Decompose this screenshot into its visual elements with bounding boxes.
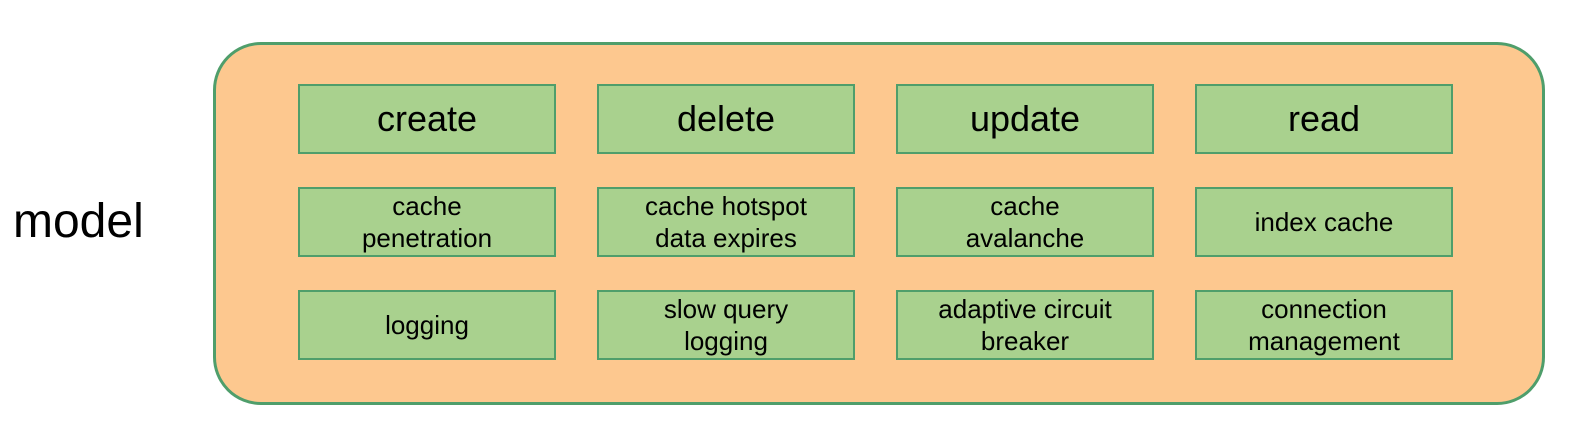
cell-label-line: avalanche	[965, 223, 1085, 253]
cell-label: index cache	[1254, 207, 1394, 237]
cell-label-line: cache	[392, 191, 462, 221]
model-label: model	[13, 195, 144, 248]
cell-label: delete	[676, 98, 776, 139]
cell-delete: delete	[597, 84, 855, 154]
cell-connection-management: connection management	[1195, 290, 1453, 360]
cell-label-line: cache	[990, 191, 1060, 221]
cell-label: update	[969, 98, 1081, 139]
cell-create: create	[298, 84, 556, 154]
cell-update: update	[896, 84, 1154, 154]
cell-label: logging	[385, 310, 469, 340]
model-container: create delete update read cache penetrat…	[213, 42, 1545, 405]
cell-label: read	[1287, 98, 1361, 139]
cell-index-cache: index cache	[1195, 187, 1453, 257]
cell-adaptive-circuit-breaker: adaptive circuit breaker	[896, 290, 1154, 360]
cell-label-line: slow query	[663, 294, 789, 324]
cell-label-line: cache hotspot	[645, 191, 807, 221]
cell-cache-avalanche: cache avalanche	[896, 187, 1154, 257]
cell-cache-penetration: cache penetration	[298, 187, 556, 257]
cell-read: read	[1195, 84, 1453, 154]
cell-label-line: breaker	[980, 326, 1070, 356]
cell-logging: logging	[298, 290, 556, 360]
cell-label-line: management	[1248, 326, 1400, 356]
cell-label-line: adaptive circuit	[938, 294, 1112, 324]
cell-cache-hotspot-data-expires: cache hotspot data expires	[597, 187, 855, 257]
cell-slow-query-logging: slow query logging	[597, 290, 855, 360]
cell-label-line: connection	[1261, 294, 1387, 324]
cell-label: create	[376, 98, 478, 139]
cell-label-line: data expires	[655, 223, 797, 253]
cell-label-line: logging	[684, 326, 768, 356]
cell-label-line: penetration	[361, 223, 493, 253]
